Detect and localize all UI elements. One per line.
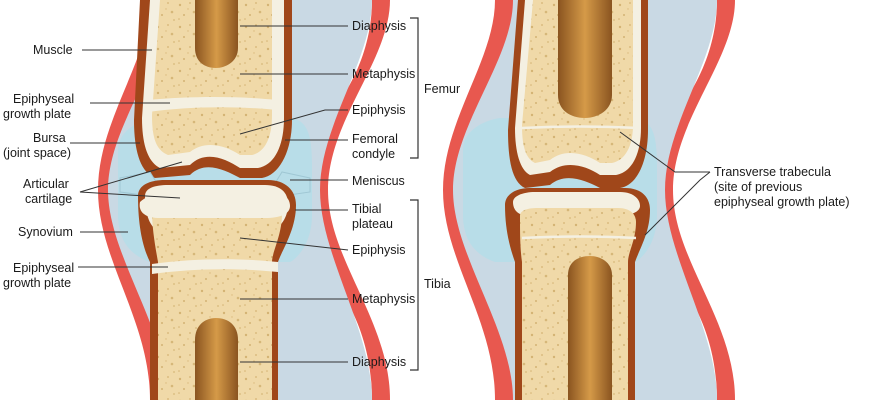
tibia-spongy-bone: [152, 198, 282, 400]
label-meniscus: Meniscus: [352, 174, 405, 188]
adult-tibia-trabecula: [521, 235, 637, 240]
femur-growth-plate: [148, 97, 276, 112]
label-tibial-plateau: Tibial plateau: [352, 202, 393, 231]
label-femur: Femur: [424, 82, 460, 96]
label-transverse-trabecula: Transverse trabecula (site of previous e…: [714, 165, 850, 209]
label-femoral-condyle: Femoral condyle: [352, 132, 401, 161]
label-tibia: Tibia: [424, 277, 451, 291]
label-diaphysis-bottom: Diaphysis: [352, 355, 406, 369]
label-muscle: Muscle: [33, 43, 73, 57]
label-synovium: Synovium: [18, 225, 73, 239]
adult-femur-trabecula: [521, 125, 639, 130]
left-leader-lines: [70, 49, 183, 268]
label-epiphyseal-growth-plate-upper: Epiphyseal growth plate: [3, 92, 78, 121]
tibia-marrow: [195, 318, 238, 400]
tibia-articular-cap: [139, 190, 290, 218]
young-knee-joint: [98, 0, 390, 400]
label-articular-cartilage: Articular cartilage: [23, 177, 72, 206]
adult-femur-marrow: [558, 0, 612, 118]
label-epiphysis-top: Epiphysis: [352, 103, 406, 117]
label-epiphysis-bottom: Epiphysis: [352, 243, 406, 257]
adult-knee-joint: [443, 0, 735, 400]
label-diaphysis-top: Diaphysis: [352, 19, 406, 33]
adult-tibia-marrow: [568, 256, 612, 400]
label-epiphyseal-growth-plate-lower: Epiphyseal growth plate: [3, 261, 78, 290]
label-bursa: Bursa (joint space): [3, 131, 71, 160]
label-metaphysis-top: Metaphysis: [352, 67, 415, 81]
tibia-growth-plate: [152, 259, 278, 274]
right-leader-lines: [239, 17, 419, 371]
adult-leader-lines: [619, 131, 711, 236]
femur-spongy-bone: [152, 0, 272, 155]
label-metaphysis-bottom: Metaphysis: [352, 292, 415, 306]
femur-marrow: [195, 0, 238, 68]
